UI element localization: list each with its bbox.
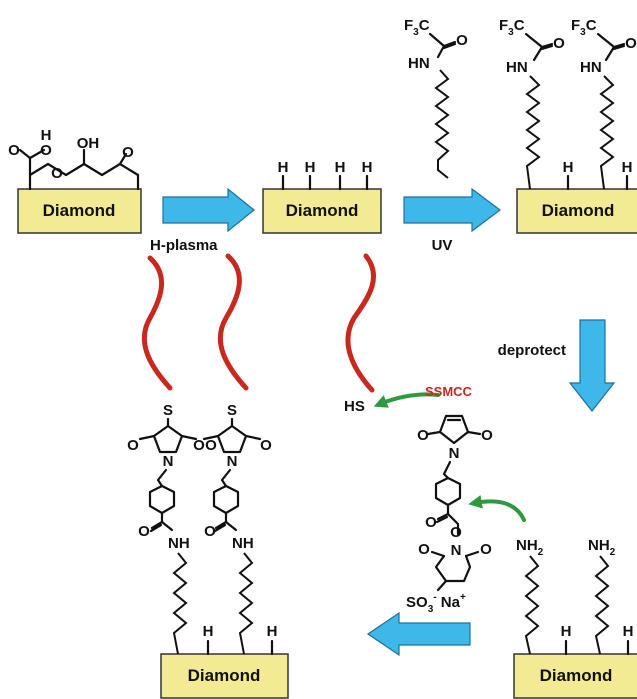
arrow-thiol-maleimide bbox=[373, 392, 440, 408]
diamond-free-amine: Diamond bbox=[513, 653, 637, 699]
svg-text:O: O bbox=[122, 144, 134, 161]
svg-text:SO3- Na+: SO3- Na+ bbox=[406, 592, 466, 615]
svg-text:H: H bbox=[41, 127, 52, 144]
svg-text:HN: HN bbox=[506, 59, 528, 76]
svg-text:O: O bbox=[456, 32, 468, 49]
svg-text:H: H bbox=[267, 623, 278, 640]
svg-text:O: O bbox=[40, 142, 52, 159]
diamond-label: Diamond bbox=[542, 201, 615, 220]
diamond-label: Diamond bbox=[286, 201, 359, 220]
svg-text:O: O bbox=[418, 541, 430, 558]
svg-text:O: O bbox=[417, 427, 429, 444]
diamond-dna-functionalized: Diamond bbox=[160, 653, 289, 699]
thiol-dna: HS bbox=[344, 253, 377, 415]
svg-text:H: H bbox=[623, 623, 634, 640]
svg-text:N: N bbox=[227, 453, 238, 470]
h-terminated-surface: H H H H bbox=[278, 159, 373, 191]
svg-text:N: N bbox=[451, 542, 462, 559]
svg-text:H: H bbox=[278, 159, 289, 176]
oxidized-surface-groups: O O H O OH O bbox=[8, 127, 140, 191]
svg-text:O: O bbox=[425, 514, 437, 531]
svg-text:N: N bbox=[449, 445, 460, 462]
svg-text:NH: NH bbox=[232, 535, 254, 552]
arrow-h-plasma bbox=[162, 187, 255, 233]
arrow-amine-nhs bbox=[468, 495, 526, 522]
svg-text:H: H bbox=[622, 159, 633, 176]
svg-text:H: H bbox=[203, 623, 214, 640]
svg-text:HS: HS bbox=[344, 398, 365, 415]
svg-text:O: O bbox=[260, 437, 272, 454]
svg-text:H: H bbox=[305, 159, 316, 176]
svg-text:O: O bbox=[51, 165, 63, 182]
svg-text:NH2: NH2 bbox=[516, 537, 544, 558]
diamond-label: Diamond bbox=[188, 666, 261, 685]
dna-strand bbox=[345, 253, 377, 393]
free-amine-chains: NH2 NH2 H H bbox=[516, 537, 634, 656]
arrow-uv bbox=[403, 187, 501, 233]
dna-conjugate-1: S O O N O NH bbox=[127, 255, 205, 655]
svg-text:H: H bbox=[561, 623, 572, 640]
diamond-h-terminated: Diamond bbox=[262, 188, 382, 234]
dna-strand bbox=[217, 253, 249, 391]
svg-text:O: O bbox=[625, 35, 637, 52]
svg-text:H: H bbox=[563, 159, 574, 176]
svg-text:HN: HN bbox=[580, 59, 602, 76]
svg-text:O: O bbox=[8, 142, 20, 159]
tfaad-reagent: F3C O HN bbox=[404, 17, 468, 179]
svg-text:O: O bbox=[204, 523, 216, 540]
svg-text:OH: OH bbox=[77, 135, 100, 152]
svg-text:O: O bbox=[138, 523, 150, 540]
svg-text:O: O bbox=[193, 437, 205, 454]
svg-text:O: O bbox=[205, 437, 217, 454]
svg-text:S: S bbox=[163, 402, 173, 419]
protected-amine-chains: F3C O HN F3C O HN H H bbox=[499, 17, 637, 191]
svg-text:O: O bbox=[481, 427, 493, 444]
svg-text:NH: NH bbox=[168, 535, 190, 552]
arrow-dna-coupling bbox=[366, 611, 471, 657]
svg-text:H: H bbox=[362, 159, 373, 176]
svg-text:N: N bbox=[163, 453, 174, 470]
svg-text:O: O bbox=[553, 35, 565, 52]
arrow-deprotect bbox=[568, 319, 616, 412]
diamond-label: Diamond bbox=[540, 666, 613, 685]
step-label-h-plasma: H-plasma bbox=[150, 237, 218, 254]
svg-text:H: H bbox=[335, 159, 346, 176]
svg-text:F3C: F3C bbox=[571, 17, 597, 38]
svg-text:O: O bbox=[127, 437, 139, 454]
svg-text:S: S bbox=[227, 402, 237, 419]
diamond-oxidized: Diamond bbox=[17, 188, 142, 234]
diamond-protected-amine: Diamond bbox=[516, 188, 637, 234]
step-label-deprotect: deprotect bbox=[498, 342, 566, 359]
svg-text:F3C: F3C bbox=[404, 17, 430, 38]
svg-text:O: O bbox=[480, 541, 492, 558]
diamond-label: Diamond bbox=[43, 201, 116, 220]
svg-text:NH2: NH2 bbox=[588, 537, 616, 558]
dna-conjugate-2: S O O N O NH H H bbox=[203, 253, 278, 656]
svg-text:HN: HN bbox=[408, 55, 430, 72]
dna-strand bbox=[141, 255, 173, 391]
step-label-uv: UV bbox=[432, 237, 453, 254]
ssmcc-crosslinker: O O N O O N O O SO3- Na+ bbox=[406, 414, 493, 615]
svg-text:O: O bbox=[450, 524, 462, 541]
svg-text:F3C: F3C bbox=[499, 17, 525, 38]
linker-label-ssmcc: SSMCC bbox=[425, 384, 473, 399]
